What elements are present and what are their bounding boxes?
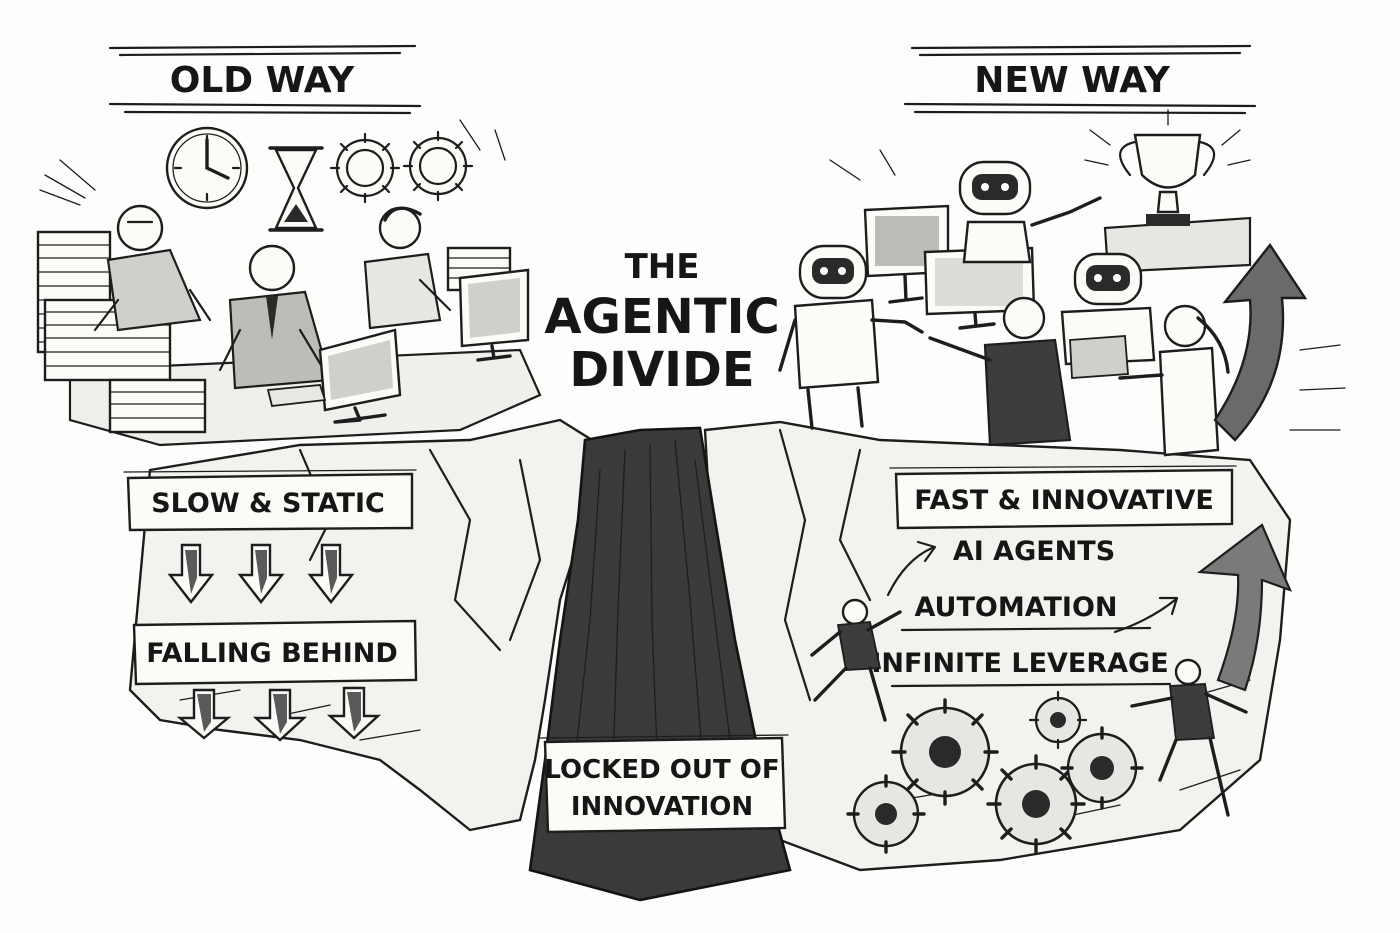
title-the: THE — [625, 247, 700, 287]
robot-icon — [958, 160, 1102, 264]
gear-icon — [1060, 726, 1144, 810]
worker-figure — [363, 206, 452, 330]
arrow-down-icon — [176, 688, 232, 740]
monitor-icon — [266, 328, 402, 424]
person-figure — [1118, 304, 1230, 457]
chasm-label-line2: INNOVATION — [571, 792, 753, 822]
worker-figure — [218, 244, 332, 390]
arrow-up-icon — [1213, 242, 1308, 442]
item-infinite-leverage: INFINITE LEVERAGE — [871, 648, 1168, 679]
falling-behind-label: FALLING BEHIND — [132, 619, 418, 686]
robot-icon — [1060, 252, 1156, 379]
worker-figure — [93, 204, 212, 332]
item-automation: AUTOMATION — [914, 592, 1117, 623]
slow-static-text: SLOW & STATIC — [151, 488, 385, 519]
monitor-icon — [923, 246, 1036, 330]
gear-icon — [402, 130, 474, 202]
chasm-label-line1: LOCKED OUT OF — [544, 755, 779, 785]
arrow-down-icon — [326, 686, 382, 740]
gear-icon — [986, 754, 1086, 854]
arrow-down-icon — [167, 543, 215, 604]
paper-stack — [36, 230, 512, 434]
falling-behind-text: FALLING BEHIND — [146, 638, 398, 669]
fast-innovative-label: FAST & INNOVATIVE — [889, 465, 1237, 530]
arrow-up-icon — [886, 540, 937, 597]
arrow-up-icon — [1197, 523, 1293, 692]
climber-figure — [810, 598, 902, 722]
old-way-heading: OLD WAY — [170, 60, 355, 101]
chasm-label: LOCKED OUT OF INNOVATION — [539, 734, 789, 834]
arrow-up-icon — [1113, 596, 1179, 634]
trophy-icon — [1084, 109, 1252, 274]
gear-icon — [846, 774, 926, 854]
hourglass-icon — [268, 146, 324, 232]
title-divide: DIVIDE — [569, 342, 754, 398]
slow-static-label: SLOW & STATIC — [123, 469, 417, 532]
new-way-heading: NEW WAY — [974, 60, 1170, 101]
person-figure — [928, 296, 1072, 447]
gear-icon — [329, 132, 401, 204]
center-title: THE AGENTIC DIVIDE — [544, 247, 779, 398]
old-way-scene: OLD WAY — [36, 44, 542, 742]
gear-icon — [891, 698, 999, 806]
climber-figure — [1130, 658, 1248, 817]
robot-icon — [778, 244, 924, 430]
arrow-down-icon — [307, 543, 355, 604]
monitor-icon — [458, 268, 530, 362]
title-agentic: AGENTIC — [544, 289, 779, 345]
fast-innovative-text: FAST & INNOVATIVE — [914, 485, 1214, 516]
gear-icon — [1028, 690, 1088, 750]
arrow-down-icon — [252, 688, 308, 742]
arrow-down-icon — [237, 543, 285, 604]
clock-icon — [165, 126, 249, 210]
item-ai-agents: AI AGENTS — [953, 536, 1115, 567]
new-way-scene: NEW WAY — [778, 44, 1346, 854]
